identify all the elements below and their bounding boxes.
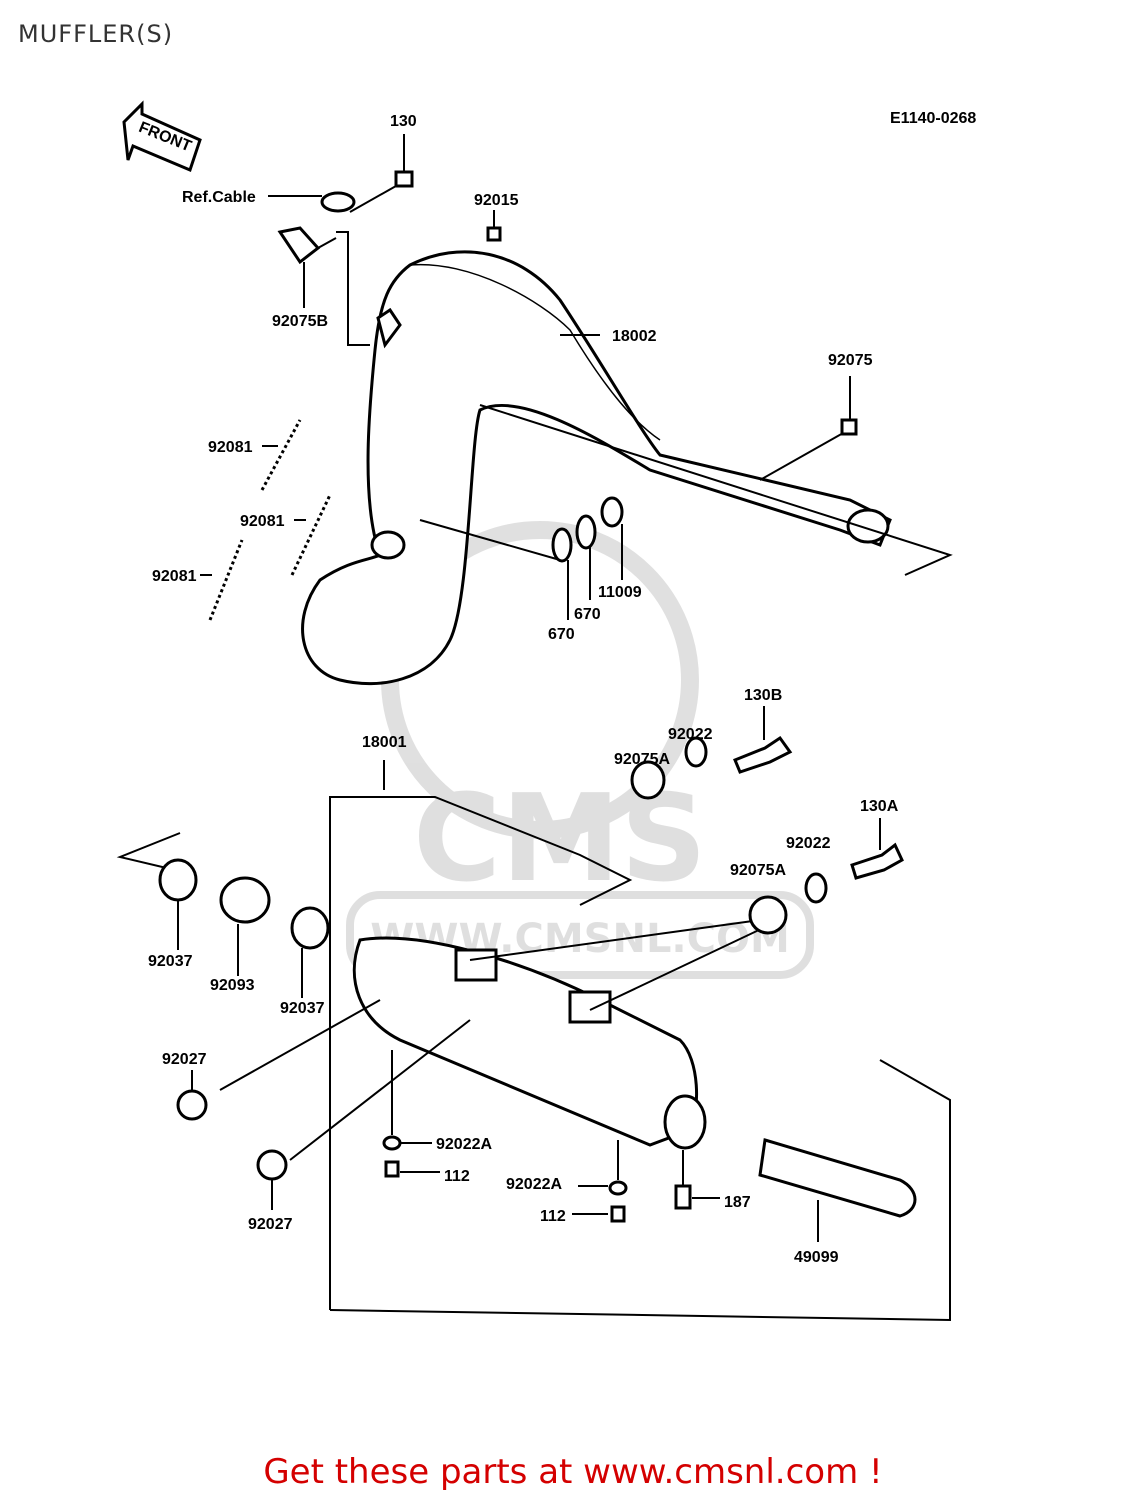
page-title: MUFFLER(S) xyxy=(18,20,174,48)
grommets-bolts xyxy=(176,706,904,1242)
label-92022A-b: 92022A xyxy=(506,1176,562,1193)
spring-92081-c xyxy=(208,539,244,621)
label-92022A-a: 92022A xyxy=(436,1136,492,1153)
label-92081-a: 92081 xyxy=(208,439,253,456)
label-49099: 49099 xyxy=(794,1249,839,1266)
label-92075: 92075 xyxy=(828,352,873,369)
label-92093: 92093 xyxy=(210,977,255,994)
o-rings-670-11009 xyxy=(551,496,624,620)
diagram-code: E1140-0268 xyxy=(890,110,976,127)
clamps-connector xyxy=(116,832,330,998)
label-130A: 130A xyxy=(860,798,899,815)
label-130B: 130B xyxy=(744,687,782,704)
label-112-b: 112 xyxy=(540,1208,566,1225)
cta-link[interactable]: Get these parts at www.cmsnl.com ! xyxy=(263,1452,883,1492)
spring-92081-b xyxy=(290,494,332,576)
label-92075B: 92075B xyxy=(272,313,328,330)
label-670-a: 670 xyxy=(574,606,601,623)
label-92081-c: 92081 xyxy=(152,568,197,585)
ref-cable-label: Ref.Cable xyxy=(182,189,256,206)
muffler-18001 xyxy=(219,760,951,1322)
label-11009: 11009 xyxy=(598,584,642,601)
spring-92081-a xyxy=(260,419,302,491)
label-670-b: 670 xyxy=(548,626,575,643)
label-92075A-a: 92075A xyxy=(614,751,670,768)
label-92027-a: 92027 xyxy=(162,1051,207,1068)
label-92075A-b: 92075A xyxy=(730,862,786,879)
label-130: 130 xyxy=(390,113,417,130)
front-arrow-icon: FRONT xyxy=(122,100,202,173)
label-92081-b: 92081 xyxy=(240,513,285,530)
expansion-chamber-18002 xyxy=(301,250,953,686)
watermark-logo: CMS xyxy=(413,770,707,909)
label-18002: 18002 xyxy=(612,328,657,345)
label-92022-b: 92022 xyxy=(786,835,831,852)
label-92037-b: 92037 xyxy=(280,1000,325,1017)
label-112-a: 112 xyxy=(444,1168,470,1185)
label-187: 187 xyxy=(724,1194,751,1211)
label-18001: 18001 xyxy=(362,734,407,751)
label-92027-b: 92027 xyxy=(248,1216,293,1233)
upper-bracket-group xyxy=(268,134,502,346)
label-92037-a: 92037 xyxy=(148,953,193,970)
label-92022-a: 92022 xyxy=(668,726,713,743)
label-92015: 92015 xyxy=(474,192,519,209)
